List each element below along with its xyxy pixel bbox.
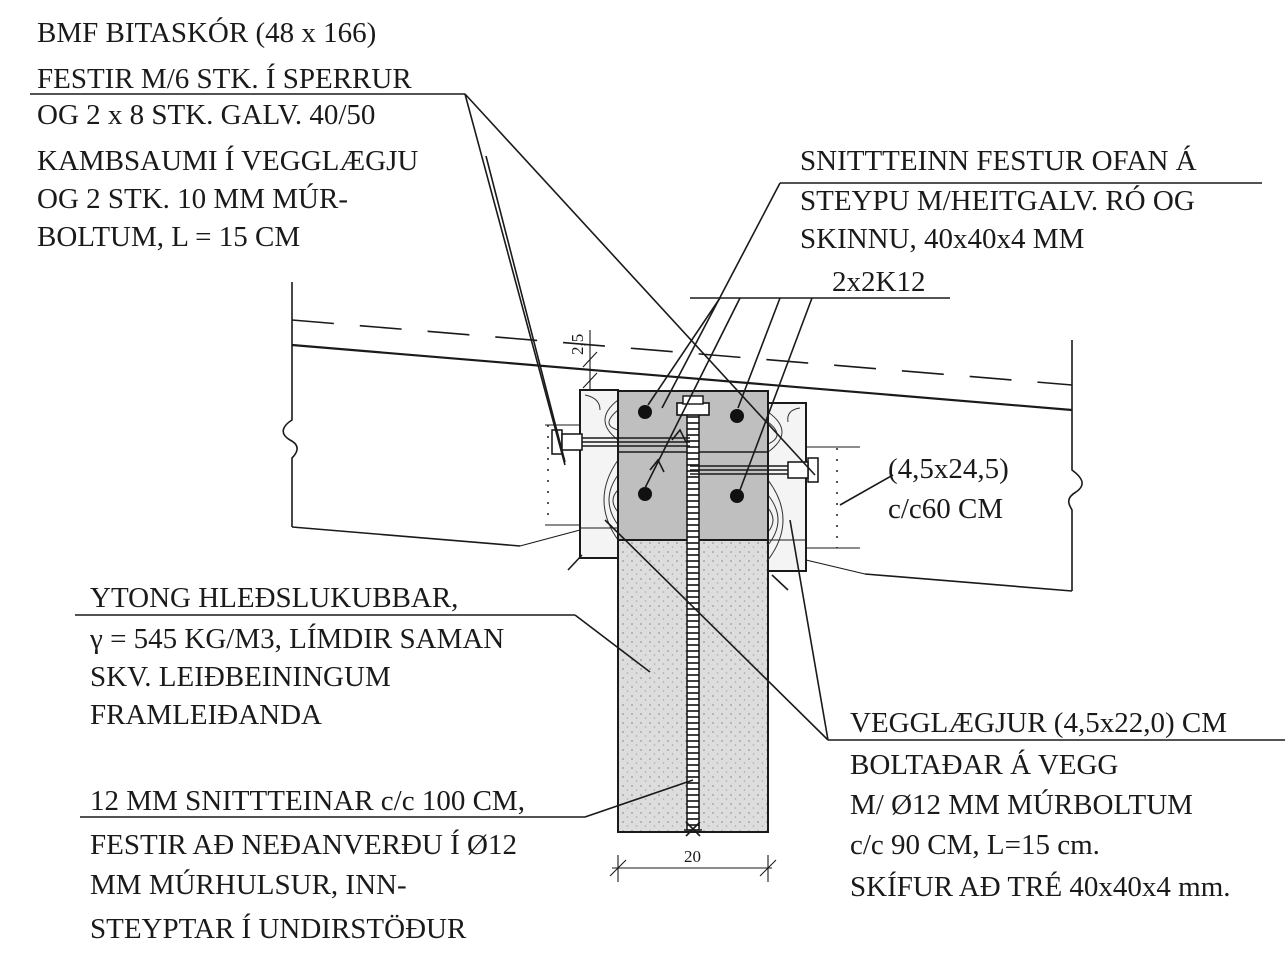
- nail-symbols: [649, 428, 687, 473]
- vegglaegjur-leader-2: [789, 519, 829, 741]
- rebar-leader-4: [739, 297, 813, 491]
- note-vegglaegjur-line: M/ Ø12 MM MÚRBOLTUM: [850, 788, 1193, 821]
- joist-hangers: [519, 424, 866, 575]
- note-rafter-line: (4,5x24,5): [888, 453, 1009, 485]
- rafter-break-left: [282, 282, 298, 527]
- note-vegglaegjur: VEGGLÆGJUR (4,5x22,0) CM BOLTAÐAR Á VEGG…: [850, 707, 1231, 903]
- note-rafter-line: c/c60 CM: [888, 493, 1003, 525]
- note-ytong-line: FRAMLEIÐANDA: [90, 699, 322, 731]
- note-ytong-line: SKV. LEIÐBEININGUM: [90, 661, 391, 693]
- dimension-offset: 2,5: [568, 330, 598, 390]
- note-rods-line: 12 MM SNITTTEINAR c/c 100 CM,: [90, 785, 525, 817]
- hanger-right-outline: [805, 446, 866, 575]
- bmf-leader-2: [464, 93, 816, 476]
- note-bmf-line: FESTIR M/6 STK. Í SPERRUR: [37, 62, 412, 95]
- note-bmf-line: OG 2 x 8 STK. GALV. 40/50: [37, 99, 375, 131]
- rebar-leader-1: [647, 297, 721, 406]
- note-bmf-line: OG 2 STK. 10 MM MÚR-: [37, 182, 348, 215]
- note-rafter-size: (4,5x24,5) c/c60 CM: [888, 453, 1009, 525]
- rafter-dashed-line: [291, 319, 1073, 386]
- note-bmf: BMF BITASKÓR (48 x 166) FESTIR M/6 STK. …: [37, 16, 418, 253]
- rod-washer: [682, 395, 704, 405]
- bmf-leader-3: [485, 155, 566, 463]
- note-rods-line: FESTIR AÐ NEÐANVERÐU Í Ø12: [90, 828, 517, 861]
- note-rebar: 2x2K12: [832, 266, 925, 298]
- note-bmf-line: BOLTUM, L = 15 CM: [37, 221, 300, 253]
- note-ytong: YTONG HLEÐSLUKUBBAR, γ = 545 KG/M3, LÍMD…: [89, 582, 504, 731]
- rebar-dot: [638, 487, 652, 501]
- ytong-leader: [574, 614, 651, 673]
- rafter-bottom-edge-right: [864, 573, 1073, 592]
- note-rods: 12 MM SNITTTEINAR c/c 100 CM, FESTIR AÐ …: [90, 785, 525, 945]
- note-snittteinn-line: SNITTTEINN FESTUR OFAN Á: [800, 144, 1197, 177]
- rod-bottom-end: [684, 821, 702, 837]
- note-vegglaegjur-line: c/c 90 CM, L=15 cm.: [850, 829, 1100, 861]
- note-ytong-line: YTONG HLEÐSLUKUBBAR,: [90, 582, 458, 614]
- note-rods-line: STEYPTAR Í UNDIRSTÖÐUR: [90, 912, 467, 945]
- note-ytong-line: γ = 545 KG/M3, LÍMDIR SAMAN: [89, 622, 504, 655]
- note-snittteinn-line: STEYPU M/HEITGALV. RÓ OG: [800, 184, 1195, 217]
- dimension-offset-label: 2,5: [568, 334, 587, 355]
- wood-grain: [584, 394, 801, 561]
- note-vegglaegjur-line: SKÍFUR AÐ TRÉ 40x40x4 mm.: [850, 870, 1231, 903]
- snittteinn-leader: [661, 182, 781, 409]
- dimension-width: 20: [609, 847, 777, 882]
- vegglaegjur-leader-1: [604, 519, 829, 741]
- rebar-dot: [730, 489, 744, 503]
- rebar-leader-2: [644, 297, 741, 489]
- rafter: [282, 282, 1083, 592]
- hanger-left-outline: [519, 424, 581, 547]
- note-bmf-line: BMF BITASKÓR (48 x 166): [37, 16, 376, 49]
- note-snittteinn: SNITTTEINN FESTUR OFAN Á STEYPU M/HEITGA…: [800, 144, 1197, 255]
- wall-plate-right: [767, 402, 807, 572]
- note-snittteinn-line: SKINNU, 40x40x4 MM: [800, 223, 1084, 255]
- note-vegglaegjur-line: BOLTAÐAR Á VEGG: [850, 748, 1118, 781]
- plate-bolt-right: [690, 457, 819, 483]
- rebar-dot: [730, 409, 744, 423]
- rafter-bottom-edge-left: [291, 526, 521, 547]
- dimension-width-label: 20: [684, 847, 701, 866]
- note-bmf-line: KAMBSAUMI Í VEGGLÆGJU: [37, 144, 418, 177]
- bmf-leader-1: [464, 93, 566, 466]
- rebar-bars: [638, 405, 744, 503]
- rafter-break-right: [1067, 340, 1083, 591]
- rods-leader: [584, 779, 694, 818]
- rebar-dot: [638, 405, 652, 419]
- rebar-leader-3: [737, 297, 781, 409]
- rafter-top-edge: [291, 343, 1073, 412]
- plate-bolt-left: [551, 429, 690, 455]
- leader-lines: [30, 93, 1285, 818]
- note-rods-line: MM MÚRHULSUR, INN-: [90, 868, 407, 901]
- rafter-leader: [839, 474, 894, 506]
- note-vegglaegjur-line: VEGGLÆGJUR (4,5x22,0) CM: [850, 707, 1227, 739]
